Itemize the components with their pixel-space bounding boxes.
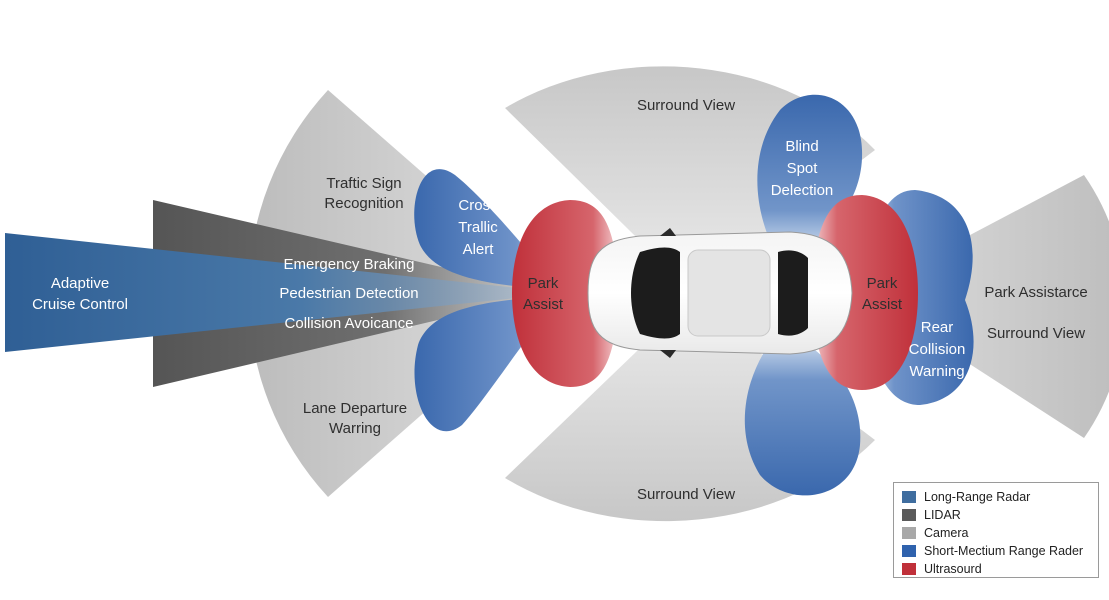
car-top-view: [587, 228, 853, 358]
legend-label: Camera: [924, 526, 969, 540]
legend-label: Long-Range Radar: [924, 490, 1031, 504]
label-traffic-sign-2: Recognition: [324, 195, 403, 212]
legend-swatch: [902, 563, 916, 575]
label-blind-spot-1: Blind: [785, 138, 818, 155]
label-lane-departure-1: Lane Departure: [303, 400, 407, 417]
label-emergency-braking: Emergency Braking: [284, 256, 415, 273]
legend-swatch: [902, 545, 916, 557]
label-surround-view-right: Surround View: [987, 325, 1085, 342]
legend-label: LIDAR: [924, 508, 961, 522]
label-cross-traffic-1: Cross: [458, 197, 497, 214]
park-assist-rear-zone: [810, 195, 918, 390]
label-adaptive-cruise-1: Adaptive: [51, 275, 109, 292]
label-park-assist-front-1: Park: [528, 275, 559, 292]
label-traffic-sign-1: Traftic Sign: [326, 175, 401, 192]
label-cross-traffic-3: Alert: [463, 241, 495, 258]
legend-item-lidar: LIDAR: [902, 506, 1092, 524]
legend-label: Ultrasourd: [924, 562, 982, 576]
legend-swatch: [902, 491, 916, 503]
legend-item-camera: Camera: [902, 524, 1092, 542]
label-blind-spot-3: Delection: [771, 182, 834, 199]
label-lane-departure-2: Warring: [329, 420, 381, 437]
label-pedestrian-detection: Pedestrian Detection: [279, 285, 418, 302]
label-collision-avoidance: Collision Avoicance: [285, 315, 414, 332]
legend-label: Short-Mectium Range Rader: [924, 544, 1084, 558]
label-adaptive-cruise-2: Cruise Control: [32, 296, 128, 313]
legend-swatch: [902, 527, 916, 539]
legend-swatch: [902, 509, 916, 521]
label-rear-collision-1: Rear: [921, 319, 954, 336]
label-park-assist-rear-2: Assist: [862, 296, 903, 313]
label-surround-view-bottom: Surround View: [637, 486, 735, 503]
legend-item-long-range-radar: Long-Range Radar: [902, 488, 1092, 506]
long-range-radar-wedge: [5, 233, 545, 352]
label-surround-view-top: Surround View: [637, 97, 735, 114]
label-park-assistance: Park Assistarce: [984, 284, 1087, 301]
park-assist-front-zone: [512, 200, 620, 387]
camera-rear-wedge: [860, 175, 1109, 438]
legend: Long-Range Radar LIDAR Camera Short-Mect…: [893, 482, 1099, 578]
legend-item-short-medium-radar: Short-Mectium Range Rader: [902, 542, 1092, 560]
label-blind-spot-2: Spot: [787, 160, 819, 177]
label-park-assist-rear-1: Park: [867, 275, 898, 292]
label-rear-collision-2: Collision: [909, 341, 966, 358]
label-cross-traffic-2: Trallic: [458, 219, 498, 236]
legend-item-ultrasound: Ultrasourd: [902, 560, 1092, 578]
label-rear-collision-3: Warning: [909, 363, 964, 380]
label-park-assist-front-2: Assist: [523, 296, 564, 313]
